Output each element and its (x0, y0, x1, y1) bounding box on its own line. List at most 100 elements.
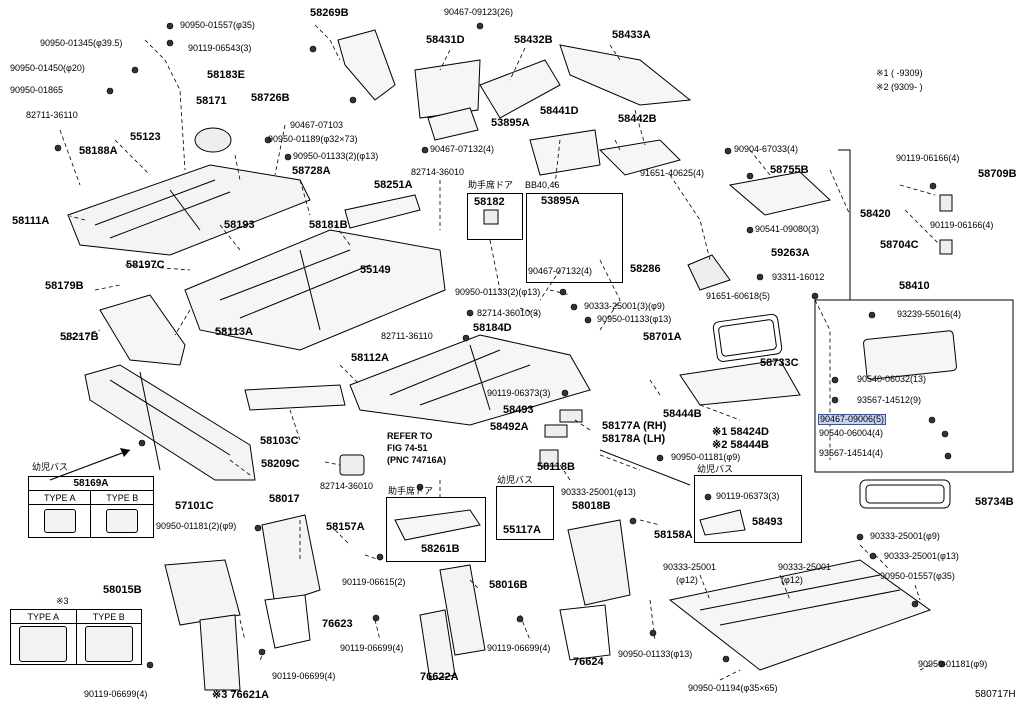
callout-58251A[interactable]: 58251A (374, 179, 413, 191)
callout-58112A[interactable]: 58112A (351, 352, 389, 364)
callout-55149[interactable]: 55149 (360, 264, 391, 276)
pn-93239-55016[interactable]: 93239-55016(4) (897, 309, 962, 319)
pn-90950-01557-bottom[interactable]: 90950-01557(φ35) (880, 571, 955, 581)
callout-76621A[interactable]: ※3 76621A (212, 689, 269, 701)
callout-58177A[interactable]: 58177A (RH) (602, 420, 667, 432)
callout-58493-inset[interactable]: 58493 (752, 516, 783, 528)
pn-90119-06699-b[interactable]: 90119-06699(4) (487, 643, 551, 653)
pn-90950-01181-c[interactable]: 90950-01181(φ9) (918, 659, 988, 669)
pn-phi12-e[interactable]: (φ12) (676, 575, 698, 585)
callout-58493[interactable]: 58493 (503, 404, 534, 416)
pn-90333-25001-d[interactable]: 90333-25001(φ13) (884, 551, 959, 561)
pn-90950-01133-a[interactable]: 90950-01133(2)(φ13) (293, 151, 379, 161)
pn-90333-25001-e[interactable]: 90333-25001 (663, 562, 717, 572)
callout-58193[interactable]: 58193 (224, 219, 255, 231)
callout-58118B[interactable]: 58118B (537, 461, 575, 473)
callout-58269B[interactable]: 58269B (310, 7, 349, 19)
callout-58444B-2[interactable]: ※2 58444B (712, 439, 769, 451)
callout-53895A[interactable]: 53895A (491, 117, 530, 129)
callout-58018B[interactable]: 58018B (572, 500, 611, 512)
callout-58209C[interactable]: 58209C (261, 458, 300, 470)
pn-91651-40625[interactable]: 91651-40625(4) (640, 168, 705, 178)
callout-58734B[interactable]: 58734B (975, 496, 1014, 508)
pn-90119-06543[interactable]: 90119-06543(3) (188, 43, 252, 53)
pn-90904-67033[interactable]: 90904-67033(4) (734, 144, 799, 154)
pn-90333-25001-a[interactable]: 90333-25001(3)(φ9) (584, 301, 665, 311)
callout-58179B[interactable]: 58179B (45, 280, 84, 292)
pn-90950-01133-b[interactable]: 90950-01133(2)(φ13) (455, 287, 541, 297)
callout-58728A[interactable]: 58728A (292, 165, 331, 177)
pn-90950-01345[interactable]: 90950-01345(φ39.5) (40, 38, 123, 48)
pn-82711-36110-a[interactable]: 82711-36110 (26, 110, 78, 120)
pn-90119-06699-c[interactable]: 90119-06699(4) (272, 671, 336, 681)
pn-90950-01557-top[interactable]: 90950-01557(φ35) (180, 20, 255, 30)
callout-58420[interactable]: 58420 (860, 208, 891, 220)
pn-90119-06373-a[interactable]: 90119-06373(3) (487, 388, 551, 398)
pn-90541-09080[interactable]: 90541-09080(3) (755, 224, 820, 234)
pn-90950-01133-c[interactable]: 90950-01133(φ13) (597, 314, 672, 324)
callout-53895A-inset[interactable]: 53895A (541, 195, 580, 207)
pn-90119-06373-b[interactable]: 90119-06373(3) (716, 491, 780, 501)
callout-58103C[interactable]: 58103C (260, 435, 299, 447)
pn-90540-06004[interactable]: 90540-06004(4) (819, 428, 884, 438)
callout-76624[interactable]: 76624 (573, 656, 604, 668)
pn-90950-01450[interactable]: 90950-01450(φ20) (10, 63, 85, 73)
pn-90119-06166-b[interactable]: 90119-06166(4) (930, 220, 994, 230)
pn-93567-14514[interactable]: 93567-14514(4) (819, 448, 884, 458)
pn-82714-36010-b[interactable]: 82714-36010(3) (477, 308, 542, 318)
pn-82714-36010-a[interactable]: 82714-36010 (411, 167, 465, 177)
callout-58726B[interactable]: 58726B (251, 92, 290, 104)
pn-90467-09006-highlighted[interactable]: 90467-09006(5) (817, 414, 887, 425)
callout-58015B[interactable]: 58015B (103, 584, 142, 596)
callout-58442B[interactable]: 58442B (618, 113, 657, 125)
callout-58197C[interactable]: 58197C (126, 259, 165, 271)
callout-59263A[interactable]: 59263A (771, 247, 810, 259)
callout-76622A[interactable]: 76622A (420, 671, 459, 683)
callout-58709B[interactable]: 58709B (978, 168, 1017, 180)
pn-90119-06699-d[interactable]: 90119-06699(4) (84, 689, 148, 699)
pn-90950-01133-d[interactable]: 90950-01133(φ13) (618, 649, 693, 659)
callout-58704C[interactable]: 58704C (880, 239, 919, 251)
callout-58184D[interactable]: 58184D (473, 322, 512, 334)
callout-58441D[interactable]: 58441D (540, 105, 579, 117)
callout-58181B[interactable]: 58181B (309, 219, 348, 231)
callout-58017[interactable]: 58017 (269, 493, 300, 505)
pn-93311-16012[interactable]: 93311-16012 (772, 272, 825, 282)
callout-58492A[interactable]: 58492A (490, 421, 529, 433)
callout-58016B[interactable]: 58016B (489, 579, 528, 591)
pn-phi12-f[interactable]: (φ12) (781, 575, 803, 585)
callout-55123[interactable]: 55123 (130, 131, 161, 143)
pn-82714-36010-c[interactable]: 82714-36010 (320, 481, 374, 491)
callout-58424D[interactable]: ※1 58424D (712, 426, 769, 438)
pn-91651-60618[interactable]: 91651-60618(5) (706, 291, 771, 301)
pn-90950-01181-a[interactable]: 90950-01181(φ9) (671, 452, 741, 462)
pn-90333-25001-b[interactable]: 90333-25001(φ13) (561, 487, 636, 497)
callout-58157A[interactable]: 58157A (326, 521, 365, 533)
callout-58444B[interactable]: 58444B (663, 408, 702, 420)
callout-57101C[interactable]: 57101C (175, 500, 214, 512)
callout-76623[interactable]: 76623 (322, 618, 353, 630)
callout-58755B[interactable]: 58755B (770, 164, 809, 176)
callout-58733C[interactable]: 58733C (760, 357, 799, 369)
callout-55117A[interactable]: 55117A (503, 524, 541, 536)
pn-90950-01865[interactable]: 90950-01865 (10, 85, 64, 95)
pn-90119-06166-a[interactable]: 90119-06166(4) (896, 153, 960, 163)
callout-58171[interactable]: 58171 (196, 95, 227, 107)
pn-90333-25001-f[interactable]: 90333-25001 (778, 562, 832, 572)
pn-90950-01189[interactable]: 90950-01189(φ32×73) (268, 134, 358, 144)
callout-58178A[interactable]: 58178A (LH) (602, 433, 666, 445)
pn-90467-09123[interactable]: 90467-09123(26) (444, 7, 514, 17)
pn-90950-01181-b[interactable]: 90950-01181(2)(φ9) (156, 521, 237, 531)
callout-58217B[interactable]: 58217B (60, 331, 99, 343)
callout-58111A[interactable]: 58111A (12, 215, 50, 227)
pn-90467-07132-b[interactable]: 90467-07132(4) (528, 266, 593, 276)
pn-93567-14512[interactable]: 93567-14512(9) (857, 395, 922, 405)
callout-58433A[interactable]: 58433A (612, 29, 651, 41)
pn-90119-06699-a[interactable]: 90119-06699(4) (340, 643, 404, 653)
callout-58432B[interactable]: 58432B (514, 34, 553, 46)
callout-58431D[interactable]: 58431D (426, 34, 465, 46)
callout-58286[interactable]: 58286 (630, 263, 661, 275)
pn-90467-07103[interactable]: 90467-07103 (290, 120, 344, 130)
callout-58158A[interactable]: 58158A (654, 529, 693, 541)
pn-90333-25001-c[interactable]: 90333-25001(φ9) (870, 531, 940, 541)
